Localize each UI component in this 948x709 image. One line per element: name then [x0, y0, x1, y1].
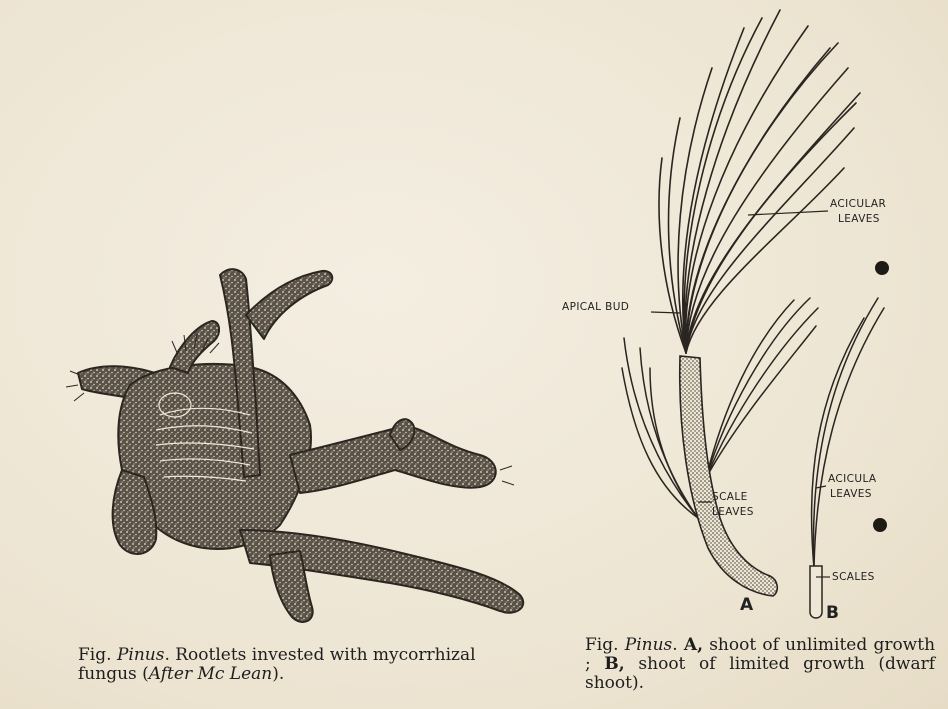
caption-text-b: shoot of limited growth (dwarf shoot).	[585, 654, 935, 693]
label-scale-leaves-2: LEAVES	[712, 506, 754, 518]
shoot-a-needles	[659, 10, 860, 353]
bullet-dot	[873, 518, 887, 532]
rootlets-illustration	[60, 255, 540, 635]
label-apical-bud: APICAL BUD	[562, 301, 629, 313]
label-acicular-leaves-top-2: LEAVES	[838, 213, 880, 225]
caption-credit: After Mc Lean	[149, 664, 272, 684]
label-scales: SCALES	[832, 571, 875, 583]
caption-label-a: A,	[684, 635, 703, 655]
caption-label-b: B,	[604, 654, 624, 674]
caption-genus: Pinus	[117, 645, 165, 665]
shoot-a-stem	[680, 356, 778, 596]
caption-separator: .	[672, 635, 677, 655]
caption-shoots: Fig. Pinus. A, shoot of unlimited growth…	[585, 636, 935, 693]
label-panel-b: B	[826, 603, 839, 623]
label-acicular-leaves-b-2: LEAVES	[830, 488, 872, 500]
shoot-a-lower-needles	[622, 298, 818, 518]
label-acicular-leaves-top: ACICULAR	[830, 198, 886, 210]
caption-text-end: ).	[272, 664, 284, 684]
caption-rootlets: Fig. Pinus. Rootlets invested with mycor…	[78, 646, 498, 684]
rootlet-branches	[78, 269, 523, 622]
caption-genus: Pinus	[625, 635, 673, 655]
caption-prefix: Fig.	[78, 645, 112, 665]
label-panel-a: A	[740, 595, 754, 615]
label-acicular-leaves-b: ACICULA	[828, 473, 877, 485]
shoot-b-stem	[810, 566, 822, 618]
pinus-shoot-illustration: ACICULAR LEAVES APICAL BUD SCALE LEAVES …	[548, 8, 943, 628]
label-scale-leaves: SCALE	[712, 491, 748, 503]
shoot-b-needles	[812, 298, 884, 568]
bullet-dot	[875, 261, 889, 275]
caption-prefix: Fig.	[585, 635, 619, 655]
